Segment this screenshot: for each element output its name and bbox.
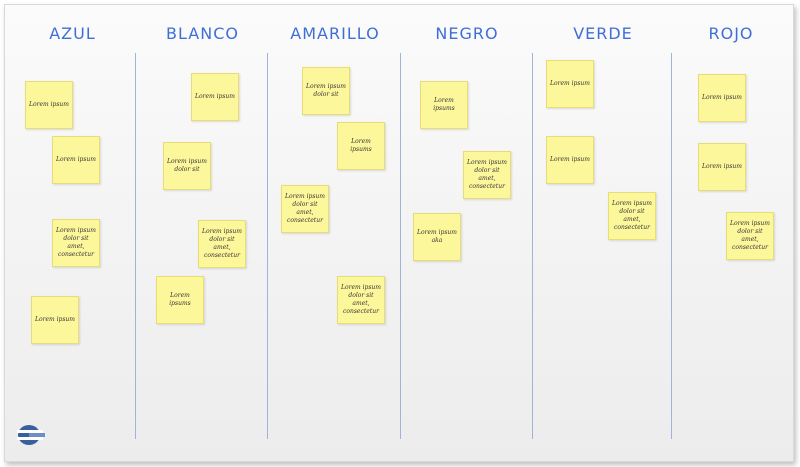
sticky-note[interactable]: Lorem ipsum dolor sit amet, consectetur <box>337 276 385 324</box>
sticky-note[interactable]: Lorem ipsum dolor sit amet, consectetur <box>463 151 511 199</box>
column-header-negro: NEGRO <box>435 24 499 43</box>
sticky-note[interactable]: Lorem ipsum dolor sit amet, consectetur <box>726 212 774 260</box>
sticky-note[interactable]: Lorem ipsum dolor sit amet, consectetur <box>608 192 656 240</box>
column-divider <box>671 53 672 439</box>
sticky-note[interactable]: Lorem ipsums <box>337 122 385 170</box>
sticky-note[interactable]: Lorem ipsum dolor sit amet, consectetur <box>52 219 100 267</box>
sticky-note[interactable]: Lorem ipsums <box>156 276 204 324</box>
sticky-note[interactable]: Lorem ipsum <box>698 143 746 191</box>
sticky-note[interactable]: Lorem ipsum <box>31 296 79 344</box>
sticky-note[interactable]: Lorem ipsum aka <box>413 213 461 261</box>
column-header-verde: VERDE <box>573 24 633 43</box>
sticky-note[interactable]: Lorem ipsum <box>52 136 100 184</box>
column-divider <box>267 53 268 439</box>
sticky-note[interactable]: Lorem ipsum dolor sit amet, consectetur <box>281 185 329 233</box>
sticky-note[interactable]: Lorem ipsum <box>546 136 594 184</box>
kanban-board: AZUL BLANCO AMARILLO NEGRO VERDE ROJO Lo… <box>4 4 794 462</box>
sticky-note[interactable]: Lorem ipsum <box>546 60 594 108</box>
sticky-note[interactable]: Lorem ipsum dolor sit <box>302 67 350 115</box>
sticky-note[interactable]: Lorem ipsum <box>25 81 73 129</box>
column-divider <box>400 53 401 439</box>
sticky-note[interactable]: Lorem ipsum dolor sit <box>163 142 211 190</box>
company-logo-icon <box>15 423 47 447</box>
column-header-azul: AZUL <box>49 24 96 43</box>
column-header-amarillo: AMARILLO <box>290 24 380 43</box>
sticky-note[interactable]: Lorem ipsum <box>698 74 746 122</box>
column-divider <box>135 53 136 439</box>
column-divider <box>532 53 533 439</box>
sticky-note[interactable]: Lorem ipsum <box>191 73 239 121</box>
sticky-note[interactable]: Lorem ipsum dolor sit amet, consectetur <box>198 220 246 268</box>
column-header-blanco: BLANCO <box>166 24 239 43</box>
sticky-note[interactable]: Lorem ipsums <box>420 81 468 129</box>
column-header-rojo: ROJO <box>708 24 754 43</box>
